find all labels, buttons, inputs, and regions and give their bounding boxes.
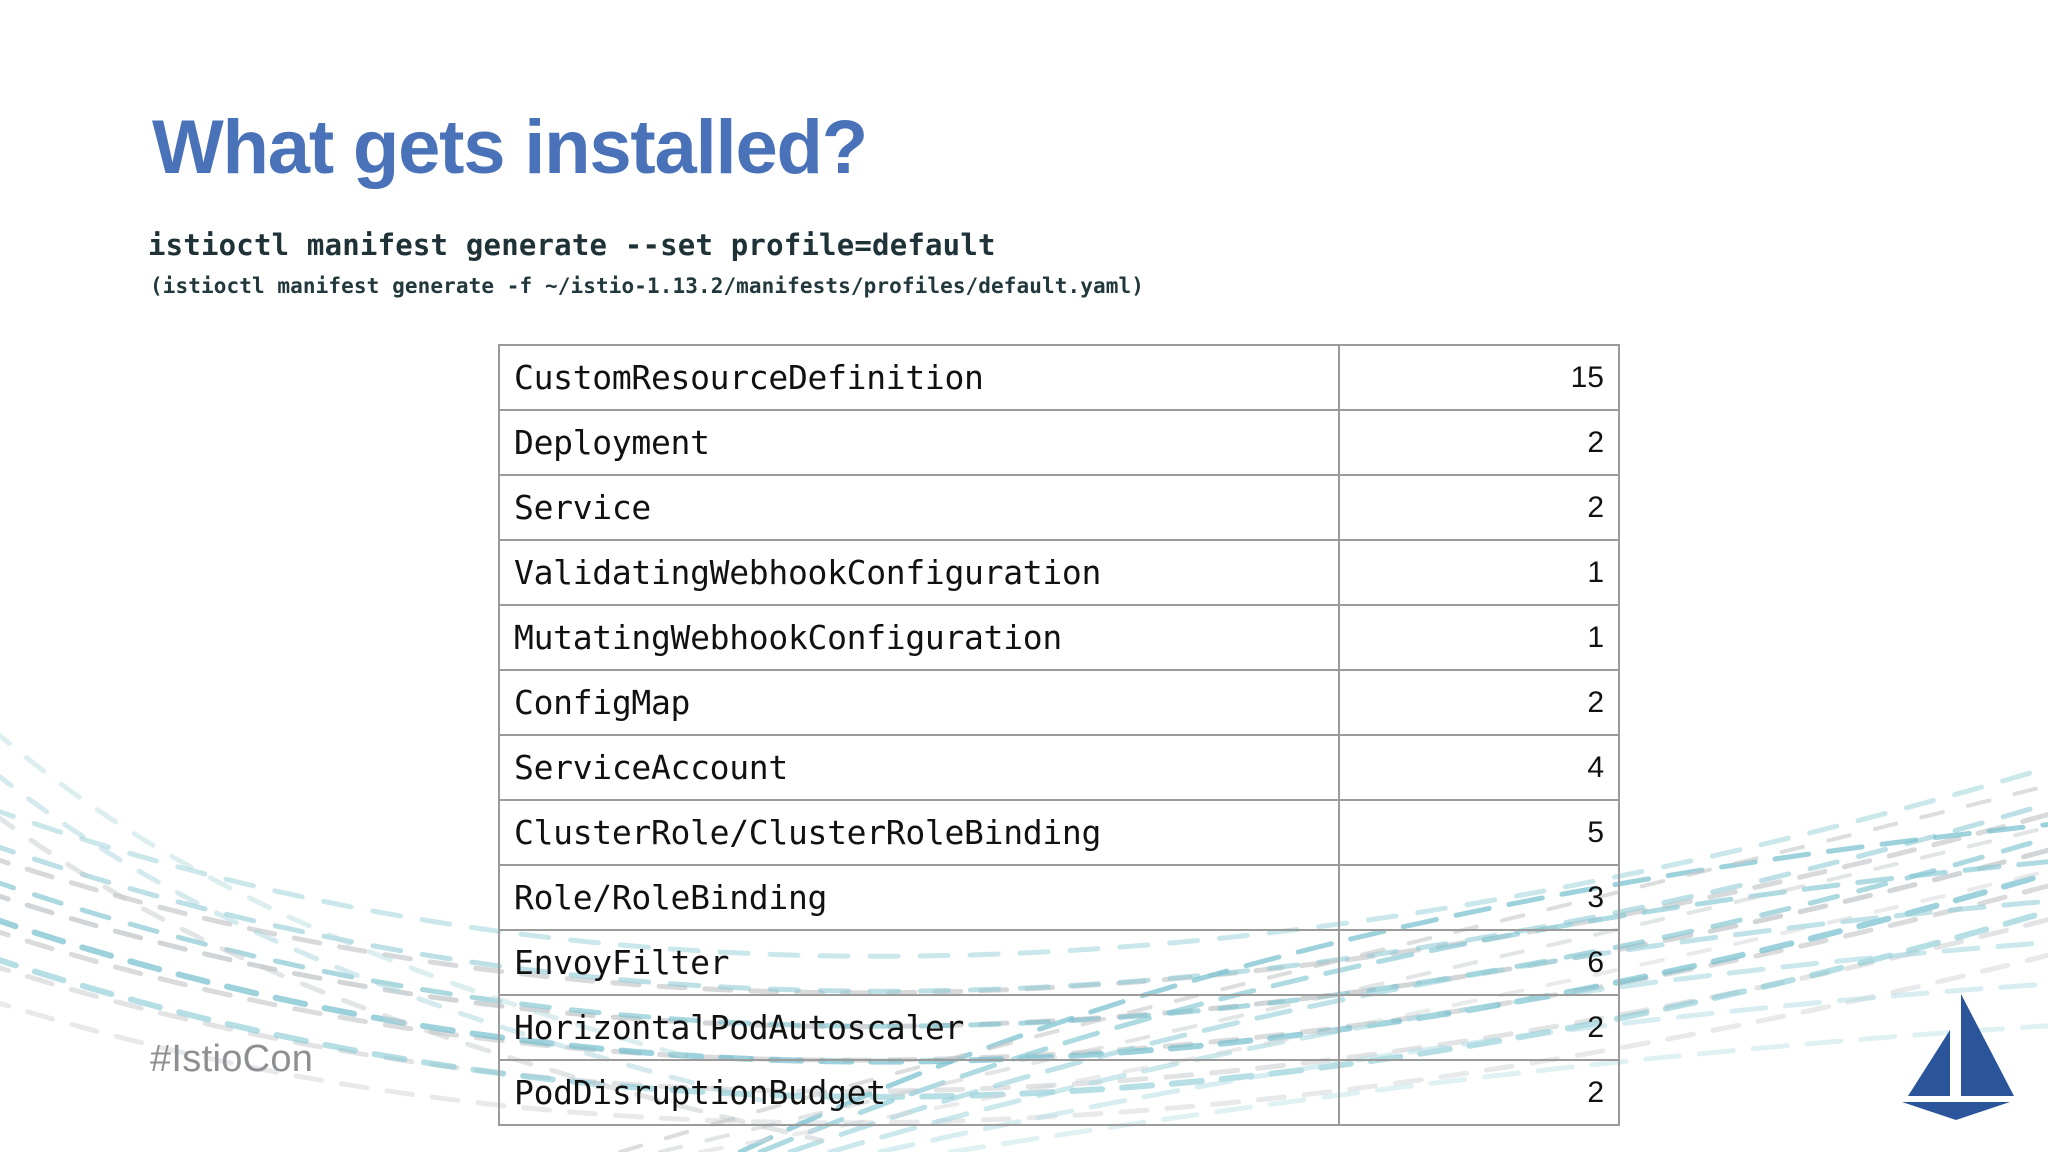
resource-kind-cell: Deployment (498, 409, 1340, 476)
resource-count-cell: 1 (1338, 604, 1620, 671)
table-row: ClusterRole/ClusterRoleBinding 5 (498, 799, 1620, 866)
resource-kind-cell: PodDisruptionBudget (498, 1059, 1340, 1126)
installed-resources-table: CustomResourceDefinition 15 Deployment 2… (498, 344, 1620, 1126)
resource-kind-cell: ConfigMap (498, 669, 1340, 736)
resource-count-cell: 5 (1338, 799, 1620, 866)
installed-resources-table-body: CustomResourceDefinition 15 Deployment 2… (498, 344, 1620, 1126)
table-row: MutatingWebhookConfiguration 1 (498, 604, 1620, 671)
table-row: PodDisruptionBudget 2 (498, 1059, 1620, 1126)
table-row: EnvoyFilter 6 (498, 929, 1620, 996)
resource-count-cell: 15 (1338, 344, 1620, 411)
resource-count-cell: 6 (1338, 929, 1620, 996)
table-row: CustomResourceDefinition 15 (498, 344, 1620, 411)
istiocon-hashtag-watermark: #IstioCon (150, 1038, 314, 1080)
resource-kind-cell: CustomResourceDefinition (498, 344, 1340, 411)
table-row: Deployment 2 (498, 409, 1620, 476)
resource-kind-cell: MutatingWebhookConfiguration (498, 604, 1340, 671)
table-row: Service 2 (498, 474, 1620, 541)
resource-count-cell: 2 (1338, 669, 1620, 736)
resource-count-cell: 2 (1338, 994, 1620, 1061)
resource-count-cell: 2 (1338, 409, 1620, 476)
resource-kind-cell: ValidatingWebhookConfiguration (498, 539, 1340, 606)
resource-kind-cell: Role/RoleBinding (498, 864, 1340, 931)
resource-count-cell: 2 (1338, 1059, 1620, 1126)
resource-count-cell: 1 (1338, 539, 1620, 606)
table-row: Role/RoleBinding 3 (498, 864, 1620, 931)
resource-count-cell: 4 (1338, 734, 1620, 801)
table-row: HorizontalPodAutoscaler 2 (498, 994, 1620, 1061)
resource-kind-cell: HorizontalPodAutoscaler (498, 994, 1340, 1061)
table-row: ValidatingWebhookConfiguration 1 (498, 539, 1620, 606)
table-row: ServiceAccount 4 (498, 734, 1620, 801)
resource-kind-cell: EnvoyFilter (498, 929, 1340, 996)
resource-kind-cell: ClusterRole/ClusterRoleBinding (498, 799, 1340, 866)
primary-command-text: istioctl manifest generate --set profile… (148, 228, 996, 262)
resource-kind-cell: Service (498, 474, 1340, 541)
resource-kind-cell: ServiceAccount (498, 734, 1340, 801)
secondary-command-text: (istioctl manifest generate -f ~/istio-1… (150, 274, 1144, 298)
resource-count-cell: 3 (1338, 864, 1620, 931)
page-title: What gets installed? (152, 105, 868, 190)
resource-count-cell: 2 (1338, 474, 1620, 541)
istio-sailboat-logo-icon (1902, 994, 2014, 1120)
table-row: ConfigMap 2 (498, 669, 1620, 736)
